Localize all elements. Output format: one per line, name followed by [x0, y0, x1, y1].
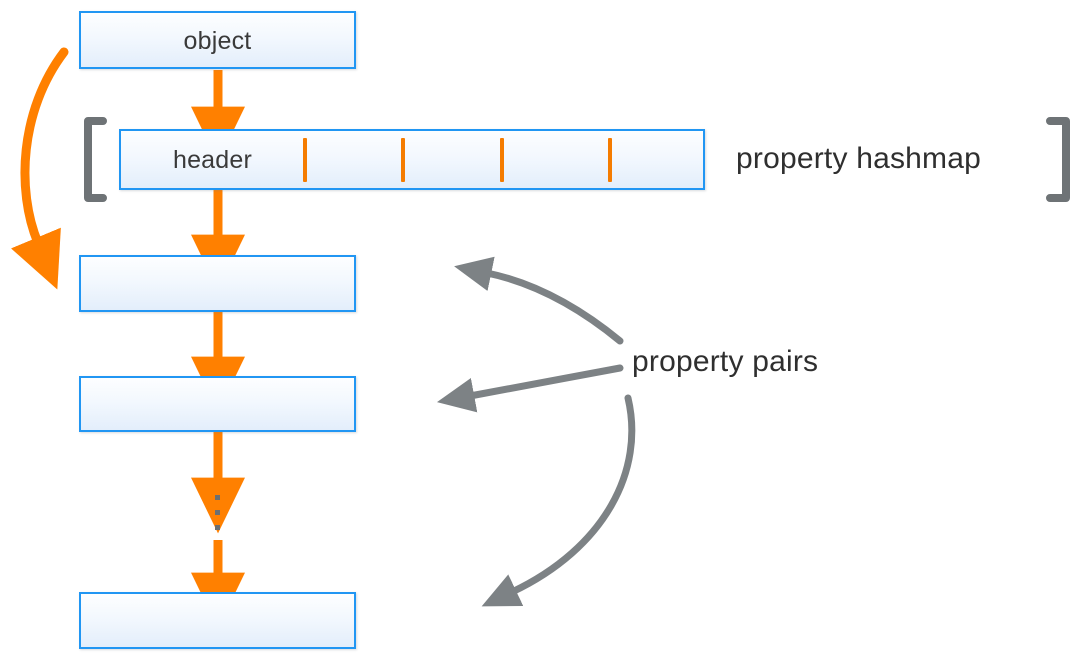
property-pairs-label: property pairs [632, 345, 819, 378]
ellipsis-dot-2 [215, 510, 220, 515]
property-pair-box-n[interactable] [79, 592, 356, 649]
hashmap-cell-tick-2 [401, 138, 405, 182]
bracket-right [1046, 117, 1070, 202]
bracket-left [84, 117, 107, 202]
callout-arrow-middle [436, 364, 624, 413]
hashmap-cell-tick-4 [608, 138, 612, 182]
object-box[interactable] [79, 11, 356, 69]
property-pairs-callout-arrows [436, 256, 636, 607]
ellipsis-dot-1 [215, 495, 220, 500]
callout-arrow-top [454, 256, 624, 345]
hashmap-bar[interactable] [119, 129, 705, 190]
property-pair-box-1[interactable] [79, 255, 356, 312]
property-pair-box-2[interactable] [79, 376, 356, 432]
arrow-object-to-pair1-curve [10, 47, 69, 290]
property-hashmap-label: property hashmap [736, 142, 982, 175]
hashmap-cell-tick-1 [303, 138, 307, 182]
hashmap-cell-tick-3 [500, 138, 504, 182]
object-box-label: object [183, 27, 252, 55]
ellipsis-dot-3 [215, 525, 220, 530]
hashmap-header-label: header [172, 146, 253, 174]
callout-arrow-bottom [481, 394, 636, 607]
